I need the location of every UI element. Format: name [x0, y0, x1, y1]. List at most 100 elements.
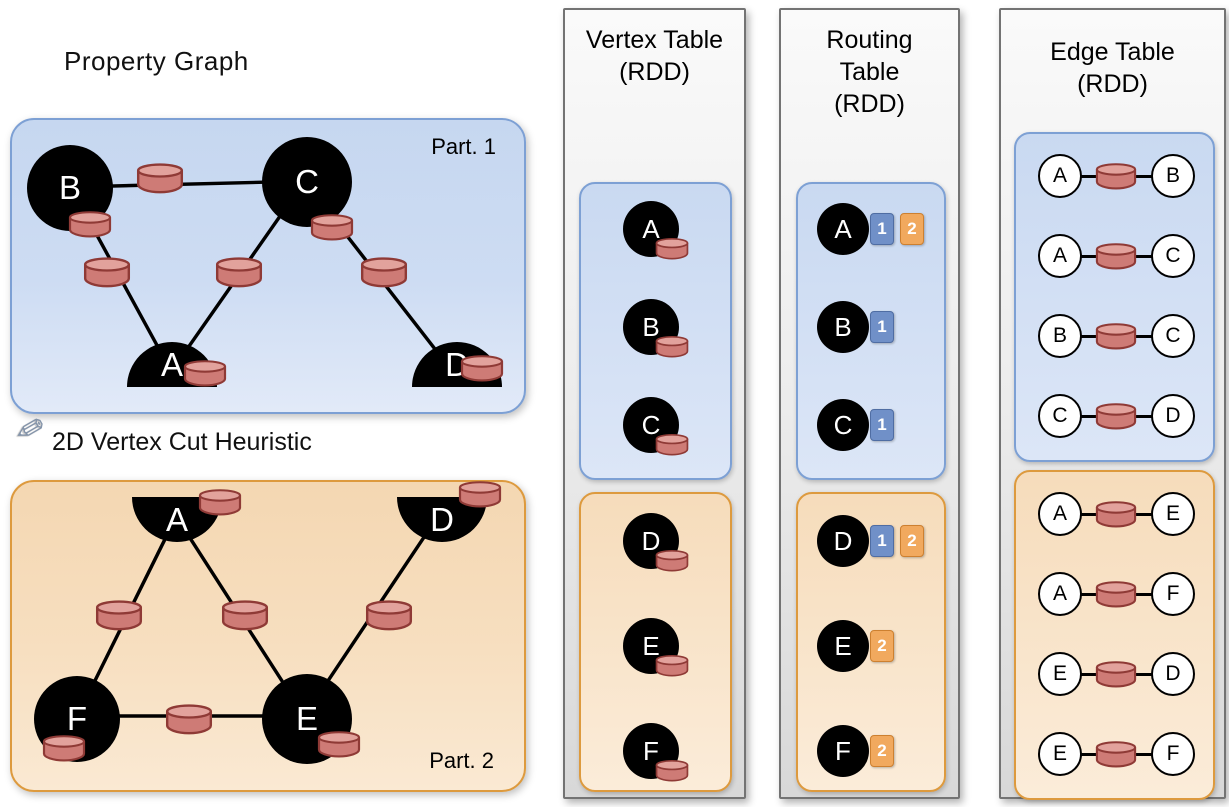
routing-badge-label: 1 [877, 219, 887, 238]
column-title-line: (RDD) [1077, 70, 1148, 98]
routing-badge-label: 1 [877, 531, 887, 550]
edge-endpoint-label: C [1165, 244, 1181, 267]
routing-entry-E: E [817, 620, 869, 672]
property-cylinder-icon [1095, 660, 1137, 688]
edge-endpoint-A: A [1038, 492, 1082, 536]
column-title-line: Routing [826, 26, 913, 54]
edge-endpoint-C: C [1151, 234, 1195, 278]
routing-badge-partition-2: 2 [900, 525, 924, 557]
property-cylinder-icon [655, 654, 689, 677]
vertex-entry-label: C [641, 409, 661, 440]
property-cylinder-icon [317, 730, 361, 758]
property-cylinder-icon [655, 335, 689, 358]
vertex-table-title: Vertex Table (RDD) [565, 10, 744, 88]
edge-endpoint-label: A [1052, 164, 1067, 187]
edge-endpoint-F: F [1151, 732, 1195, 776]
vertex-entry-label: A [642, 213, 660, 244]
partition-1-label: Part. 1 [431, 134, 496, 159]
property-cylinder-icon [365, 599, 413, 631]
edge-table-title: Edge Table (RDD) [1001, 10, 1224, 100]
vertex-entry-label: F [643, 735, 659, 766]
edge-endpoint-F: F [1151, 572, 1195, 616]
edge-endpoint-label: D [1165, 404, 1181, 427]
routing-badge-label: 2 [907, 531, 917, 550]
routing-badge-partition-2: 2 [900, 213, 924, 245]
vertex-label: D [430, 500, 454, 538]
routing-entry-label: D [833, 525, 853, 556]
routing-badge-label: 1 [877, 415, 887, 434]
routing-entry-B: B [817, 301, 869, 353]
property-cylinder-icon [1095, 500, 1137, 528]
edge-endpoint-label: F [1166, 582, 1180, 605]
routing-entry-C: C [817, 399, 869, 451]
edge-table-partition-2: A E A F E D E F [1014, 470, 1215, 800]
edge-endpoint-C: C [1151, 314, 1195, 358]
edge-endpoint-D: D [1151, 652, 1195, 696]
column-title-line: (RDD) [619, 58, 690, 86]
edge-endpoint-E: E [1151, 492, 1195, 536]
routing-badge-partition-2: 2 [870, 735, 894, 767]
routing-entry-F: F [817, 725, 869, 777]
edge-endpoint-label: B [1052, 324, 1067, 347]
column-title-line: Table [839, 58, 900, 86]
property-cylinder-icon [655, 549, 689, 572]
property-cylinder-icon [215, 256, 263, 288]
edge-endpoint-label: F [1166, 742, 1180, 765]
property-cylinder-icon [68, 210, 112, 238]
routing-entry-D: D [817, 515, 869, 567]
graph-vertex-C: C [262, 137, 352, 227]
property-cylinder-icon [136, 162, 184, 194]
property-graph-title: Property Graph [64, 46, 249, 76]
property-cylinder-icon [95, 599, 143, 631]
edge-endpoint-E: E [1038, 732, 1082, 776]
property-cylinder-icon [1095, 402, 1137, 430]
edge-endpoint-label: E [1052, 742, 1067, 765]
partition-2-label: Part. 2 [429, 748, 494, 773]
vertex-label: C [295, 163, 319, 200]
property-cylinder-icon [1095, 580, 1137, 608]
property-cylinder-icon [83, 256, 131, 288]
vertex-label: F [66, 700, 88, 737]
property-cylinder-icon [655, 433, 689, 456]
property-cylinder-icon [1095, 242, 1137, 270]
property-cylinder-icon [42, 734, 86, 762]
property-cylinder-icon [183, 359, 227, 387]
property-cylinder-icon [460, 354, 504, 382]
column-title-line: (RDD) [834, 90, 905, 118]
property-cylinder-icon [310, 213, 354, 241]
edge-endpoint-label: A [1052, 582, 1067, 605]
vertex-cut-annotation: ✎ 2D Vertex Cut Heuristic [6, 404, 412, 470]
vertex-entry-label: E [642, 630, 660, 661]
routing-badge-partition-1: 1 [870, 525, 894, 557]
property-cylinder-icon [360, 256, 408, 288]
routing-badge-label: 2 [877, 636, 887, 655]
routing-entry-label: F [835, 735, 851, 766]
vertex-table-entry-D: D [623, 513, 679, 569]
edge-endpoint-label: E [1052, 662, 1067, 685]
routing-entry-A: A [817, 203, 869, 255]
property-cylinder-icon [655, 237, 689, 260]
column-title-line: Edge Table [1050, 38, 1175, 66]
edge-endpoint-A: A [1038, 572, 1082, 616]
routing-badge-label: 1 [877, 317, 887, 336]
column-title-line: Vertex Table [585, 26, 724, 54]
property-cylinder-icon [198, 488, 242, 516]
routing-badge-partition-1: 1 [870, 213, 894, 245]
edge-endpoint-label: C [1052, 404, 1068, 427]
routing-entry-label: A [834, 213, 852, 244]
edge-endpoint-B: B [1038, 314, 1082, 358]
property-cylinder-icon [165, 703, 213, 735]
vertex-label: B [58, 169, 81, 206]
edge-endpoint-E: E [1038, 652, 1082, 696]
routing-badge-partition-1: 1 [870, 409, 894, 441]
edge-endpoint-D: D [1151, 394, 1195, 438]
routing-entry-label: C [833, 409, 853, 440]
